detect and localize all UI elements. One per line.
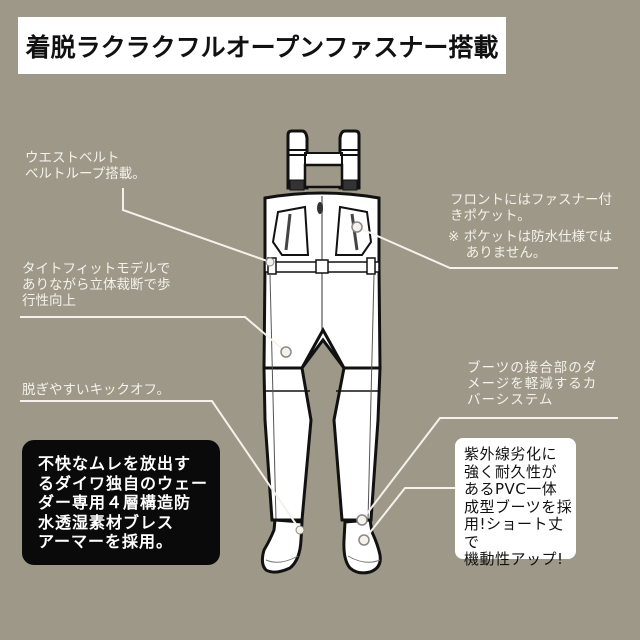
page-title: 着脱ラクラクフルオープンファスナー搭載 (25, 32, 499, 62)
boots-feature-box: 紫外線劣化に 強く耐久性が あるPVC一体 成型ブーツを採 用!ショート丈で 機… (455, 438, 576, 568)
title-banner: 着脱ラクラクフルオープンファスナー搭載 (18, 17, 506, 74)
callout-front-pocket: フロントにはファスナー付 きポケット。 (450, 192, 612, 224)
callout-pocket-note: ※ ポケットは防水仕様では ありません。 (448, 229, 613, 261)
callout-tight-fit: タイトフィットモデルで ありながら立体裁断で歩 行性向上 (22, 261, 171, 309)
suspenders-icon (286, 129, 361, 191)
callout-boot-cover: ブーツの接合部のダ メージを軽減するカ バーシステム (467, 360, 598, 408)
boots-feature-text: 紫外線劣化に 強く耐久性が あるPVC一体 成型ブーツを採 用!ショート丈で 機… (464, 445, 573, 568)
material-feature-text: 不快なムレを放出す るダイワ独自のウェー ダー専用４層構造防 水透湿素材ブレス … (38, 454, 209, 551)
wader-legs-icon (262, 274, 382, 522)
callout-waist-belt: ウエストベルト ベルトループ搭載。 (25, 150, 146, 182)
boots-icon (260, 518, 382, 575)
callout-lines (20, 188, 618, 546)
callout-kick-off: 脱ぎやすいキックオフ。 (22, 382, 170, 398)
wader-body-icon (262, 191, 382, 370)
material-feature-box: 不快なムレを放出す るダイワ独自のウェー ダー専用４層構造防 水透湿素材ブレス … (22, 440, 220, 565)
